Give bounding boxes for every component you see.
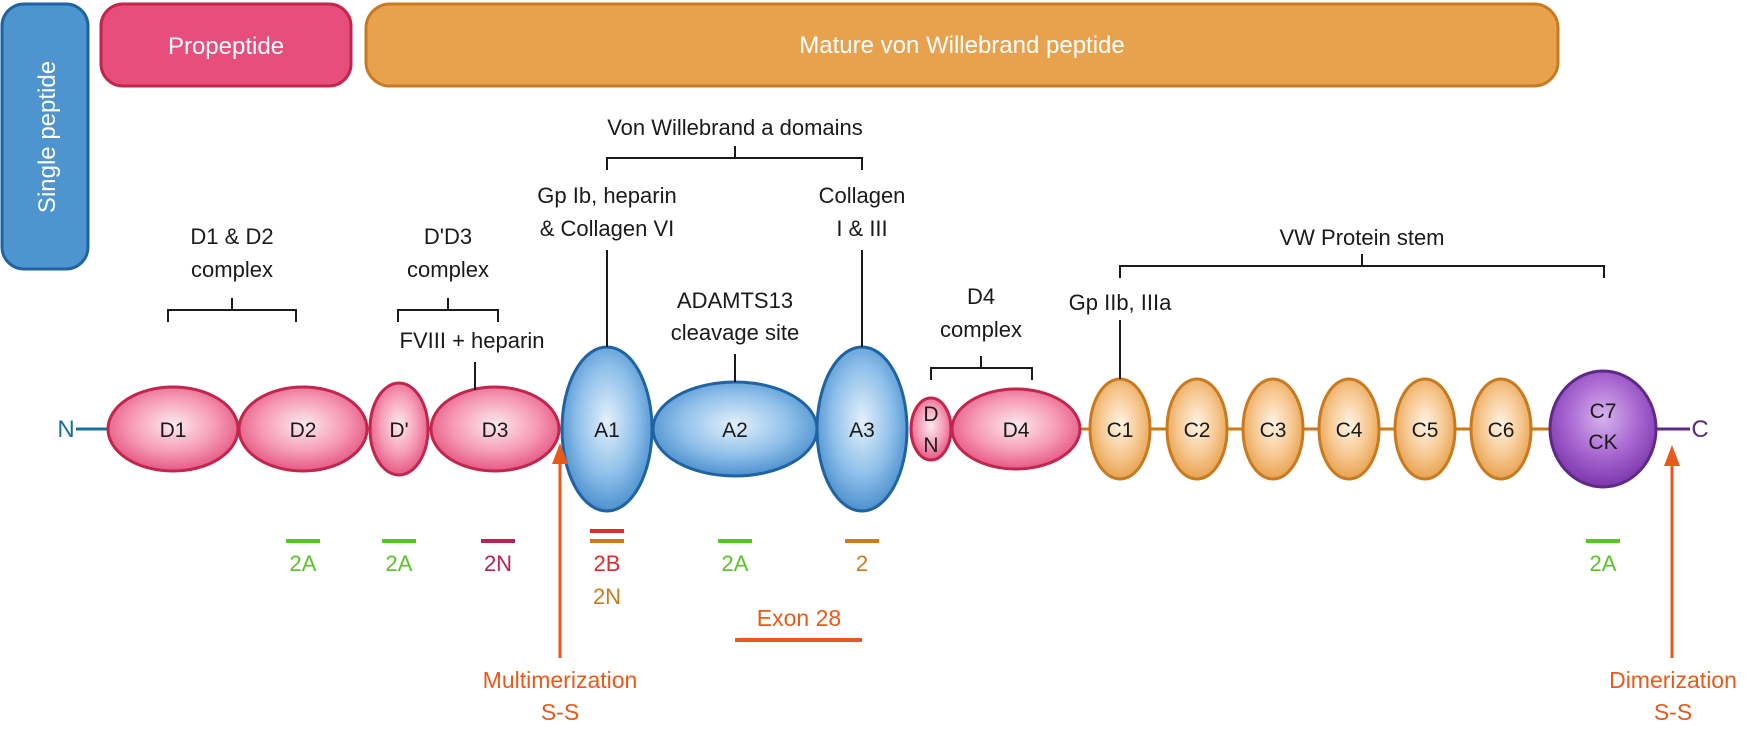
domain-c6: C6 <box>1469 377 1533 481</box>
domain-a1: A1 <box>560 345 654 513</box>
domain-d2: D2 <box>237 385 369 473</box>
domain-a2-label: A2 <box>722 419 748 442</box>
single-peptide-label: Single peptide <box>34 61 61 213</box>
domain-d1: D1 <box>106 385 240 473</box>
label-fviii-heparin: FVIII + heparin <box>400 328 545 353</box>
mature-peptide-label: Mature von Willebrand peptide <box>799 32 1125 59</box>
domain-c2: C2 <box>1165 377 1229 481</box>
label-vw-stem: VW Protein stem <box>1279 225 1444 250</box>
domain-a3: A3 <box>815 345 909 513</box>
bracket-dd3 <box>397 298 499 322</box>
multimerization-label-1: Multimerization <box>483 667 638 693</box>
label-d1d2-1: D1 & D2 <box>190 224 273 249</box>
domain-c3: C3 <box>1241 377 1305 481</box>
domain-c5: C5 <box>1393 377 1457 481</box>
domain-dn: D N <box>909 396 953 462</box>
label-gpib-1: Gp Ib, heparin <box>537 183 676 208</box>
dimerization-arrow <box>1664 445 1680 658</box>
domain-c4: C4 <box>1317 377 1381 481</box>
bracket-d1-d2 <box>167 298 297 322</box>
domain-c7-label: C7 <box>1590 400 1617 423</box>
label-d1d2-2: complex <box>191 257 273 282</box>
domain-dprime-label: D' <box>389 419 408 442</box>
bracket-d4 <box>930 356 1033 380</box>
n-terminal-label: N <box>57 416 74 443</box>
bracket-vwa-domains <box>606 146 863 170</box>
propeptide-bar: Propeptide <box>99 2 353 88</box>
domain-c3-label: C3 <box>1260 419 1287 442</box>
domain-dn-label-top: D <box>923 403 938 426</box>
label-dd3-1: D'D3 <box>424 224 472 249</box>
mutation-label-a1-2n: 2N <box>593 584 621 609</box>
single-peptide-bar: Single peptide <box>0 2 90 271</box>
mature-peptide-bar: Mature von Willebrand peptide <box>364 2 1560 88</box>
label-adamts-1: ADAMTS13 <box>677 288 793 313</box>
domain-c1-label: C1 <box>1107 419 1134 442</box>
exon-28-label: Exon 28 <box>757 605 841 631</box>
domain-c4-label: C4 <box>1336 419 1363 442</box>
domain-d3-label: D3 <box>482 419 509 442</box>
dimerization-label-2: S-S <box>1654 699 1692 725</box>
mutation-label-d3: 2N <box>484 551 512 576</box>
bracket-vw-stem <box>1119 254 1605 278</box>
domain-a1-label: A1 <box>594 419 620 442</box>
domain-dprime: D' <box>368 381 430 477</box>
label-d4-complex-1: D4 <box>967 284 995 309</box>
mutation-label-a3: 2 <box>856 551 868 576</box>
label-gpib-2: & Collagen VI <box>540 216 675 241</box>
mutation-label-a2: 2A <box>722 551 749 576</box>
domain-dn-label-bottom: N <box>923 434 938 457</box>
multimerization-label-2: S-S <box>541 699 579 725</box>
domain-c2-label: C2 <box>1184 419 1211 442</box>
domain-d4: D4 <box>950 387 1082 471</box>
mutation-label-c7: 2A <box>1590 551 1617 576</box>
domain-ck-label: CK <box>1588 431 1617 454</box>
mutation-label-a1-2b: 2B <box>594 551 621 576</box>
propeptide-label: Propeptide <box>168 33 284 60</box>
domain-a3-label: A3 <box>849 419 875 442</box>
domain-d1-label: D1 <box>160 419 187 442</box>
label-vwa-domains: Von Willebrand a domains <box>607 115 863 140</box>
mutation-label-d2: 2A <box>290 551 317 576</box>
label-gpiib-iiia: Gp IIb, IIIa <box>1069 290 1172 315</box>
mutation-label-dprime: 2A <box>386 551 413 576</box>
c-terminal-label: C <box>1691 416 1708 443</box>
label-adamts-2: cleavage site <box>671 320 799 345</box>
domain-d3: D3 <box>429 385 561 473</box>
domain-c5-label: C5 <box>1412 419 1439 442</box>
domain-c6-label: C6 <box>1488 419 1515 442</box>
label-collagen-1: Collagen <box>819 183 906 208</box>
label-d4-complex-2: complex <box>940 317 1022 342</box>
domain-c7-ck: C7 CK <box>1548 369 1658 489</box>
label-dd3-2: complex <box>407 257 489 282</box>
domain-c1: C1 <box>1088 377 1152 481</box>
domain-d2-label: D2 <box>290 419 317 442</box>
domain-d4-label: D4 <box>1003 419 1030 442</box>
dimerization-label-1: Dimerization <box>1609 667 1737 693</box>
label-collagen-2: I & III <box>836 216 887 241</box>
domain-a2: A2 <box>651 380 819 478</box>
multimerization-arrow <box>552 443 568 658</box>
